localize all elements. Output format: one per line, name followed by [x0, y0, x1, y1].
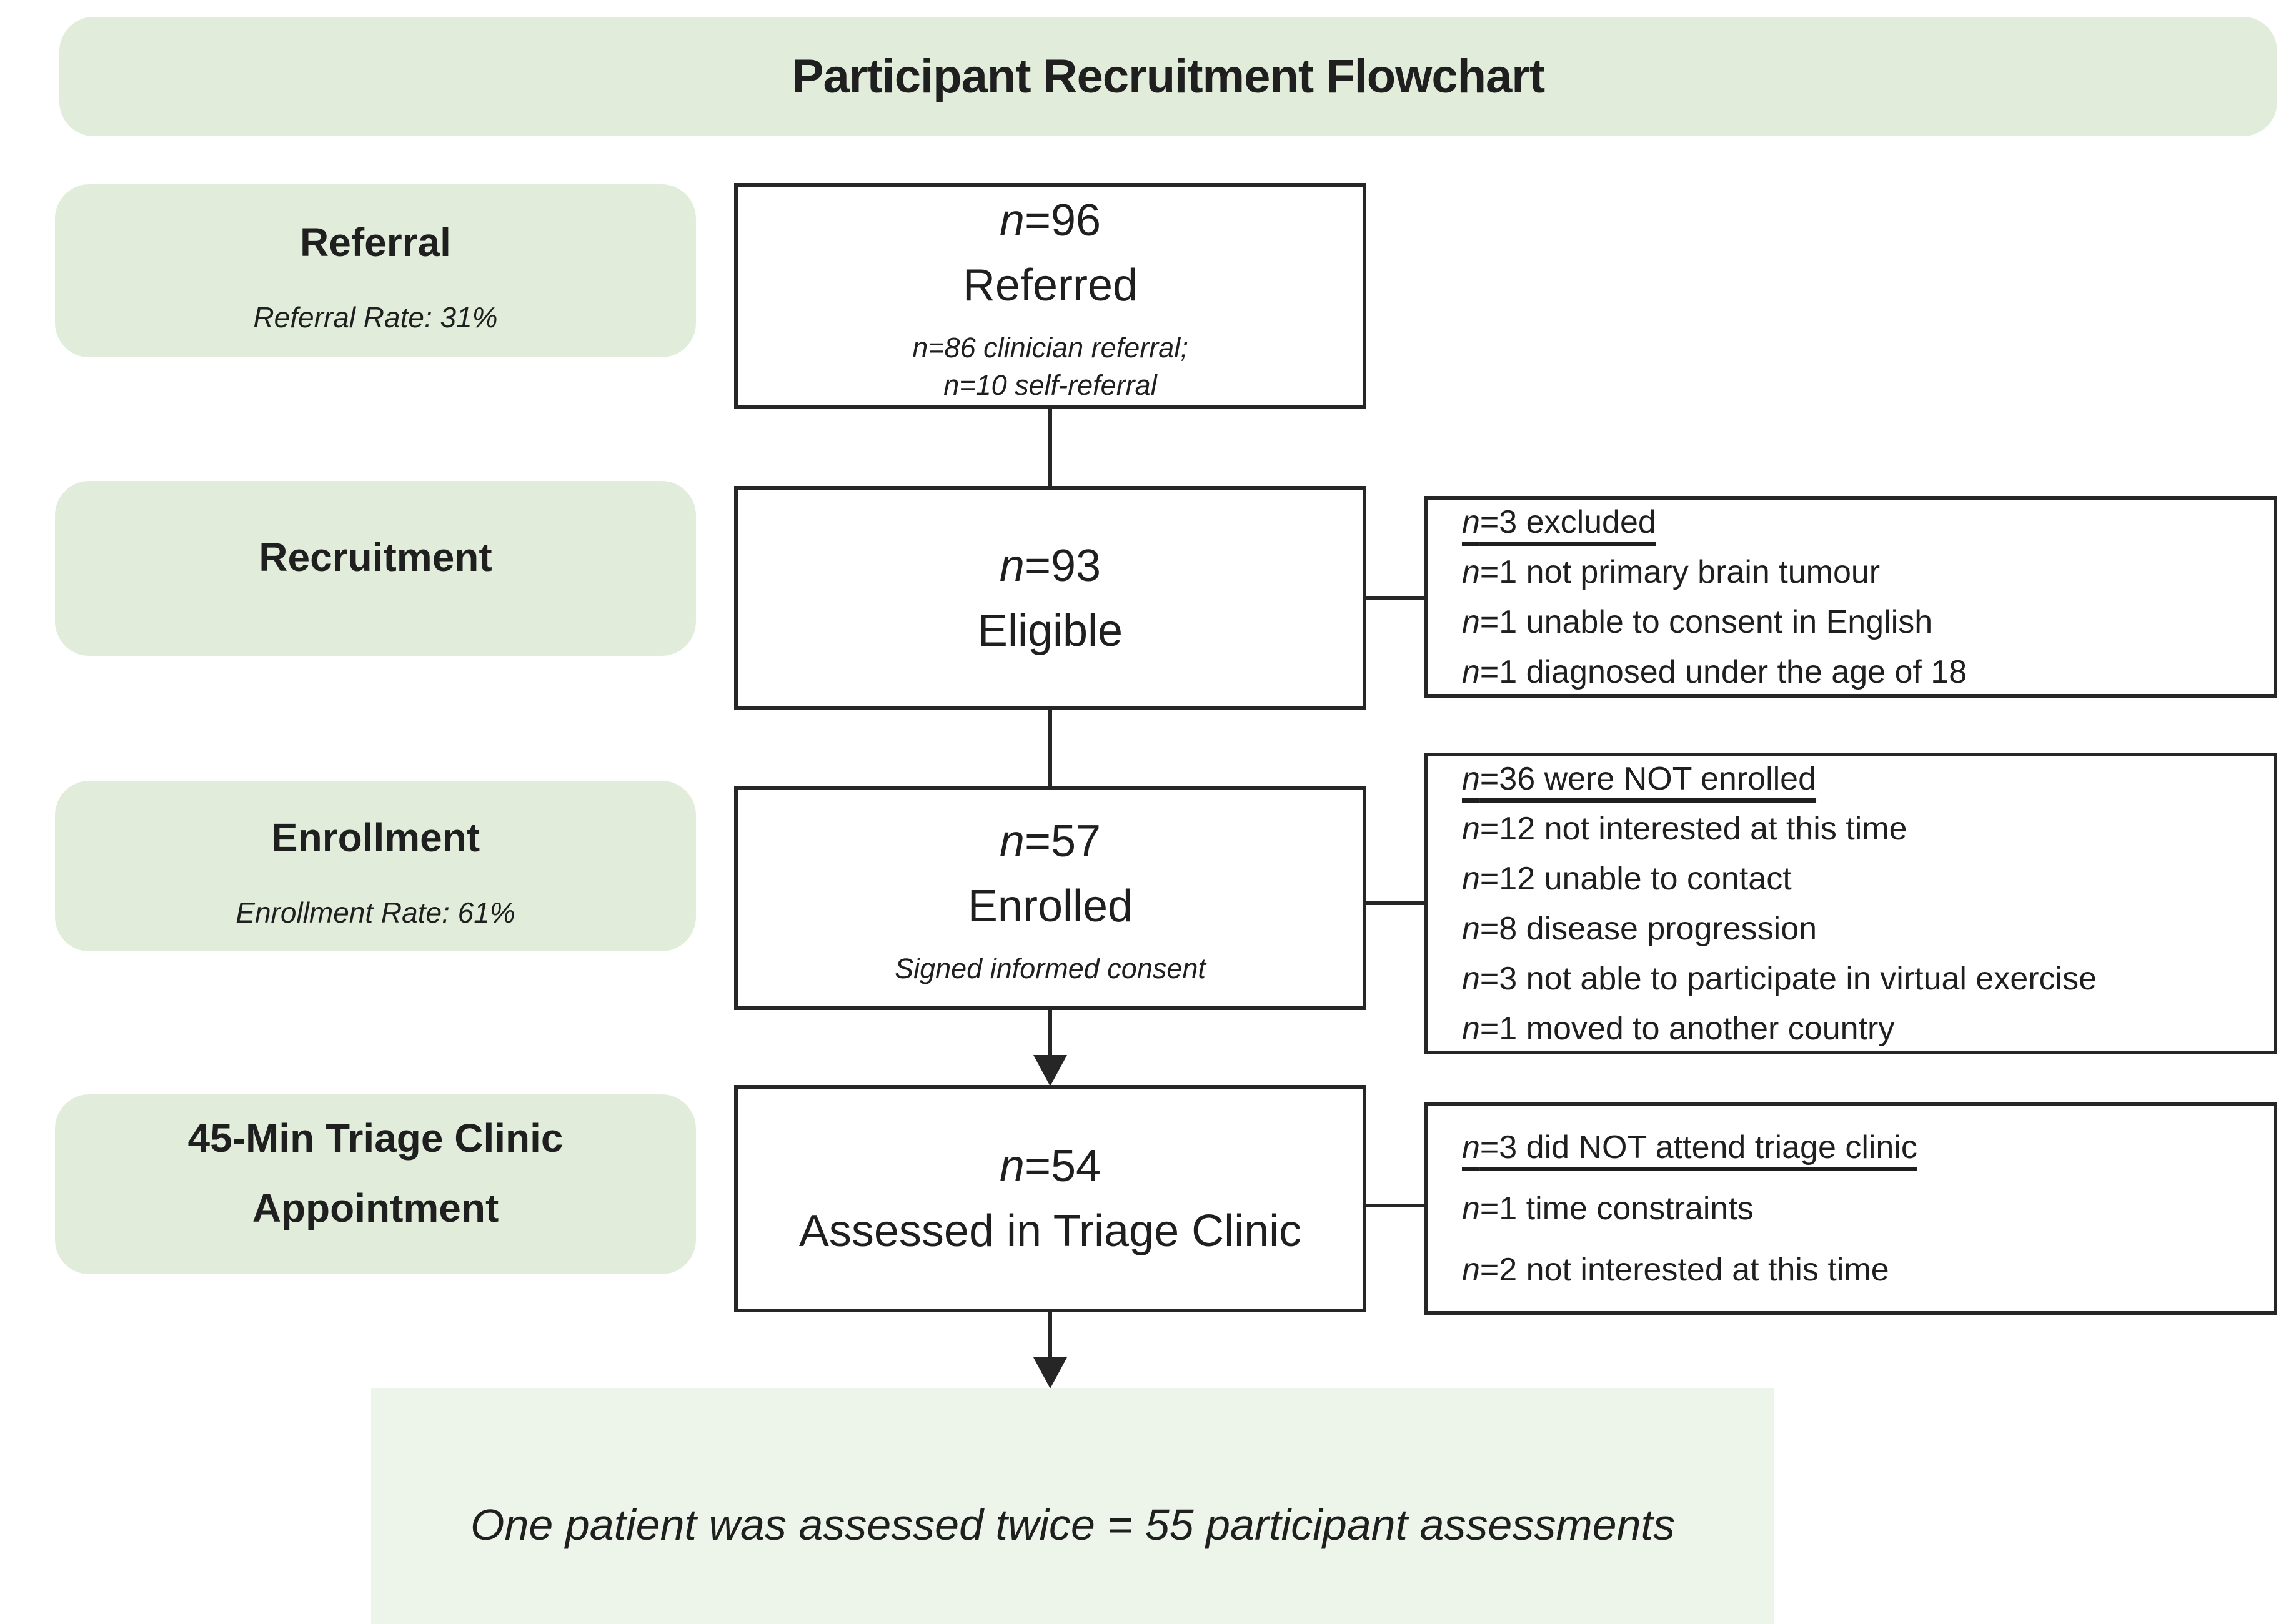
exclusion-line: n=3 not able to participate in virtual e…: [1462, 960, 2097, 997]
exclusion-line: n=2 not interested at this time: [1462, 1252, 1889, 1288]
stage-label: Referral: [300, 207, 451, 277]
flow-label: Eligible: [977, 605, 1123, 656]
exclusion-line: n=1 time constraints: [1462, 1191, 1754, 1227]
exclusion-line: n=8 disease progression: [1462, 910, 1817, 947]
flow-count: n=57: [999, 816, 1101, 866]
exclusion-line: n=1 moved to another country: [1462, 1010, 1895, 1047]
flow-count: n=93: [999, 540, 1101, 591]
exclusion-line: n=12 unable to contact: [1462, 860, 1792, 897]
stage-label: Enrollment: [271, 803, 480, 873]
flow-box-referred: n=96 Referred n=86 clinician referral;n=…: [734, 183, 1366, 409]
flow-count: n=96: [999, 196, 1101, 245]
flow-note-line: n=86 clinician referral;: [912, 332, 1188, 364]
flow-label: Referred: [962, 260, 1138, 310]
stage-label-line: Recruitment: [259, 535, 492, 580]
flow-label: Enrolled: [967, 881, 1133, 931]
exclusion-line: n=1 not primary brain tumour: [1462, 553, 1881, 590]
flow-count: n=54: [999, 1141, 1101, 1191]
exclusion-box-no-triage: n=3 did NOT attend triage clinic n=1 tim…: [1424, 1102, 2277, 1315]
connector-stub-not-enrolled: [1366, 901, 1424, 905]
flow-note-line: Signed informed consent: [895, 952, 1206, 984]
flow-notes: Signed informed consent: [895, 950, 1206, 988]
flow-box-assessed: n=54 Assessed in Triage Clinic: [734, 1085, 1366, 1312]
stage-sublabel: Enrollment Rate: 61%: [236, 896, 515, 929]
title-banner: Participant Recruitment Flowchart: [59, 17, 2277, 136]
exclusion-lines: n=1 time constraints n=2 not interested a…: [1462, 1178, 2252, 1300]
arrow-down-icon: [1033, 1055, 1067, 1086]
stage-label: Recruitment: [259, 522, 492, 592]
exclusion-line: n=1 diagnosed under the age of 18: [1462, 653, 1967, 690]
exclusion-line: n=1 unable to consent in English: [1462, 603, 1933, 640]
flow-note-line: n=10 self-referral: [943, 369, 1157, 401]
footer-note: One patient was assessed twice = 55 part…: [470, 1500, 1675, 1549]
connector-stub-no-triage: [1366, 1204, 1424, 1207]
connector-stub-excluded: [1366, 596, 1424, 600]
exclusion-header: n=3 did NOT attend triage clinic: [1462, 1129, 1917, 1166]
stage-sublabel: Referral Rate: 31%: [253, 300, 498, 334]
page-title: Participant Recruitment Flowchart: [792, 50, 1545, 103]
exclusion-header: n=3 excluded: [1462, 503, 1656, 540]
exclusion-lines: n=12 not interested at this time n=12 una…: [1462, 804, 2252, 1054]
stage-label-line: Referral: [300, 219, 451, 265]
exclusion-box-not-enrolled: n=36 were NOT enrolled n=12 not interest…: [1424, 753, 2277, 1054]
exclusion-line: n=12 not interested at this time: [1462, 810, 1907, 847]
connector-enrolled-assessed: [1048, 1010, 1052, 1056]
connector-referred-eligible: [1048, 409, 1052, 486]
stage-label-line: 45-Min Triage Clinic: [187, 1116, 564, 1161]
flow-box-eligible: n=93 Eligible: [734, 486, 1366, 710]
exclusion-box-excluded: n=3 excluded n=1 not primary brain tumou…: [1424, 496, 2277, 698]
stage-recruitment: Recruitment: [55, 481, 696, 656]
stage-enrollment: Enrollment Enrollment Rate: 61%: [55, 781, 696, 951]
stage-label-line: Enrollment: [271, 814, 480, 860]
exclusion-header: n=36 were NOT enrolled: [1462, 760, 1817, 797]
exclusion-lines: n=1 not primary brain tumour n=1 unable t…: [1462, 547, 2252, 697]
stage-label-line: Appointment: [252, 1186, 499, 1230]
arrow-down-icon: [1033, 1357, 1067, 1389]
flow-notes: n=86 clinician referral; n=10 self-referr…: [912, 329, 1188, 404]
flow-label: Assessed in Triage Clinic: [798, 1206, 1302, 1256]
connector-eligible-enrolled: [1048, 710, 1052, 786]
stage-referral: Referral Referral Rate: 31%: [55, 184, 696, 357]
connector-assessed-footer: [1048, 1312, 1052, 1358]
footer-note-box: One patient was assessed twice = 55 part…: [371, 1388, 1774, 1624]
flow-box-enrolled: n=57 Enrolled Signed informed consent: [734, 786, 1366, 1010]
